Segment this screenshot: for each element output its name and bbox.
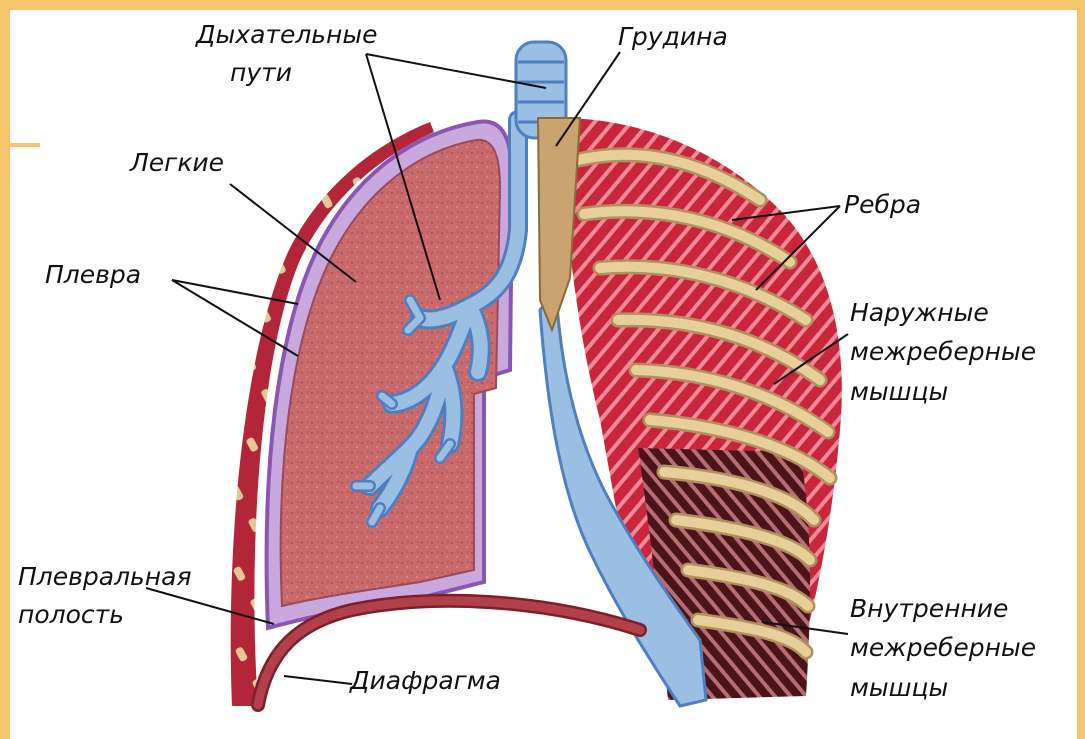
label-pleura: Плевра <box>45 260 141 290</box>
label-external-muscles-line2: межреберные <box>850 337 1036 367</box>
label-pleural-cavity-line1: Плевральная <box>18 562 192 592</box>
label-ribs: Ребра <box>844 190 921 220</box>
lung <box>281 140 500 606</box>
label-airways-line2: пути <box>230 58 292 88</box>
label-internal-muscles-line1: Внутренние <box>850 594 1008 624</box>
label-external-muscles-line1: Наружные <box>850 298 989 328</box>
label-lungs: Легкие <box>130 148 224 178</box>
label-internal-muscles-line2: межреберные <box>850 633 1036 663</box>
label-diaphragm: Диафрагма <box>350 666 501 696</box>
label-external-muscles-line3: мышцы <box>850 377 948 407</box>
label-sternum: Грудина <box>618 22 728 52</box>
label-pleural-cavity-line2: полость <box>18 600 124 630</box>
sternum <box>538 118 580 330</box>
label-airways-line1: Дыхательные <box>196 20 378 50</box>
label-internal-muscles-line3: мышцы <box>850 673 948 703</box>
